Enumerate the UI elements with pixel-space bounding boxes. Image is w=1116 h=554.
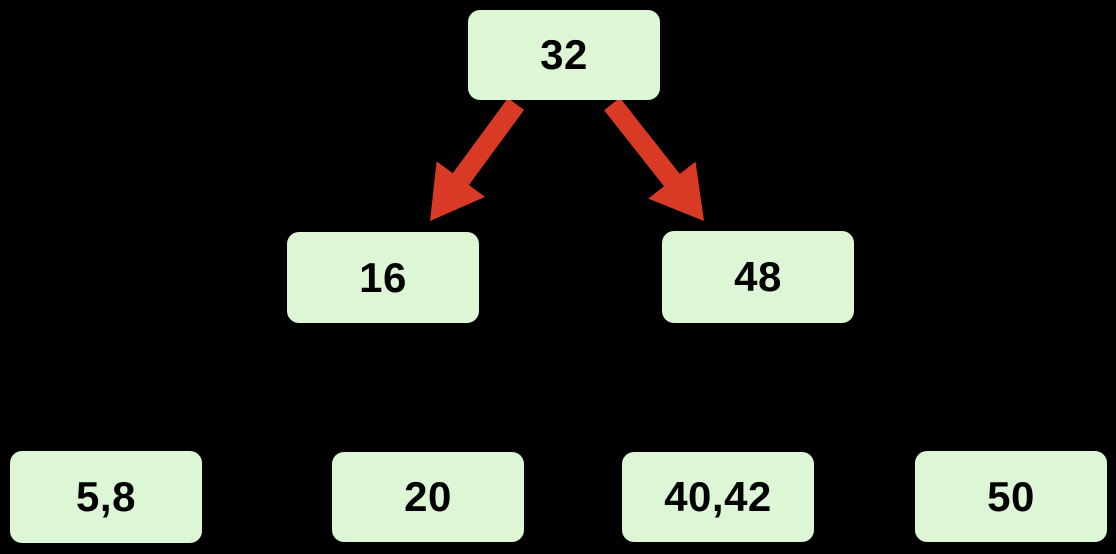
tree-node-leaf-1: 5,8 [10,451,202,543]
tree-node-leaf-2-label: 20 [404,473,452,520]
tree-node-leaf-2: 20 [332,452,524,542]
tree-node-right-child: 48 [662,231,854,323]
tree-node-leaf-3: 40,42 [622,452,814,542]
tree-node-root: 32 [468,10,660,100]
tree-node-leaf-3-label: 40,42 [664,473,772,520]
tree-node-left-child: 16 [287,232,479,323]
tree-node-left-child-label: 16 [359,253,407,301]
tree-node-right-child-label: 48 [734,253,782,300]
tree-node-root-label: 32 [540,31,588,78]
tree-node-leaf-1-label: 5,8 [76,473,136,520]
tree-node-leaf-4-label: 50 [987,472,1035,520]
arrow-root-to-48-icon [604,97,704,221]
tree-node-leaf-4: 50 [915,451,1107,542]
arrow-root-to-16-icon [430,98,525,221]
